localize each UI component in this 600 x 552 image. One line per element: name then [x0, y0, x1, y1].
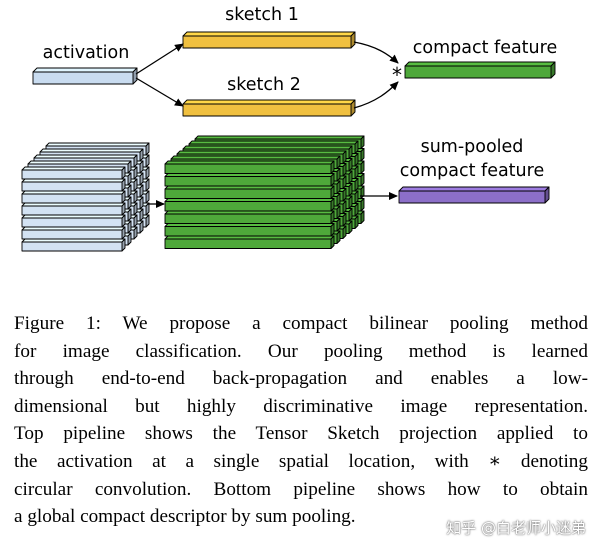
activation-grid-bar: [21, 226, 126, 240]
sketch-grid-bar: [164, 173, 335, 187]
activation-grid-bar: [21, 202, 126, 216]
sketch-grid: [164, 135, 365, 249]
activation-bar: [32, 67, 138, 85]
caption-line: dimensional but highly discriminative im…: [14, 395, 588, 417]
activation-grid-bar: [21, 190, 126, 204]
compact-feature-label: compact feature: [413, 38, 557, 58]
sum-pooled-bar: [398, 186, 550, 204]
activation-grid-bar: [21, 238, 126, 252]
pipeline-diagram: activation sketch 1 sketch 2 compact fea…: [21, 5, 557, 252]
arrow-activation-to-sketch-1: [135, 43, 184, 75]
caption-line: Top pipeline shows the Tensor Sketch pro…: [14, 423, 588, 445]
sketch-1-vector: [182, 31, 356, 49]
compact-feature-vector: [404, 61, 556, 79]
arrow-sketch-2-to-compact: [353, 81, 399, 109]
sketch-grid-bar: [164, 160, 335, 174]
arrow-activation-to-sketch-2: [135, 77, 184, 107]
sketch-grid-bar: [164, 210, 335, 224]
sketch-grid-bar: [164, 235, 335, 249]
circular-convolution-symbol: *: [392, 63, 402, 87]
activation-grid-bar: [21, 166, 126, 180]
sketch-1-label: sketch 1: [225, 5, 299, 25]
sketch-grid-bar: [164, 223, 335, 237]
arrow-sketch-1-to-compact: [353, 41, 399, 64]
watermark: 知乎 @白老师小迷弟: [446, 519, 586, 537]
caption-line: Figure 1: We propose a compact bilinear …: [14, 313, 588, 334]
sum-pooled-vector: [398, 186, 550, 204]
sketch-2-bar: [182, 99, 356, 117]
caption-line: the activation at a single spatial locat…: [14, 450, 588, 472]
compact-feature-bar: [404, 61, 556, 79]
activation-grid-bar: [21, 178, 126, 192]
activation-vector: [32, 67, 138, 85]
activation-grid-bar: [21, 214, 126, 228]
caption-line: circular convolution. Bottom pipeline sh…: [14, 478, 588, 500]
sum-pooled-label-line-2: compact feature: [400, 161, 544, 181]
figure-caption: Figure 1: We propose a compact bilinear …: [14, 310, 588, 531]
sum-pooled-label-line-1: sum-pooled: [421, 137, 524, 157]
activation-grid: [21, 142, 150, 252]
activation-label: activation: [43, 43, 130, 63]
sketch-grid-bar: [164, 185, 335, 199]
sketch-2-vector: [182, 99, 356, 117]
sketch-grid-bar: [164, 198, 335, 212]
sketch-2-label: sketch 2: [227, 75, 301, 95]
sketch-1-bar: [182, 31, 356, 49]
caption-line: for image classification. Our pooling me…: [14, 340, 588, 362]
caption-line: through end-to-end back-propagation and …: [14, 368, 588, 390]
caption-line: a global compact descriptor by sum pooli…: [14, 506, 356, 528]
